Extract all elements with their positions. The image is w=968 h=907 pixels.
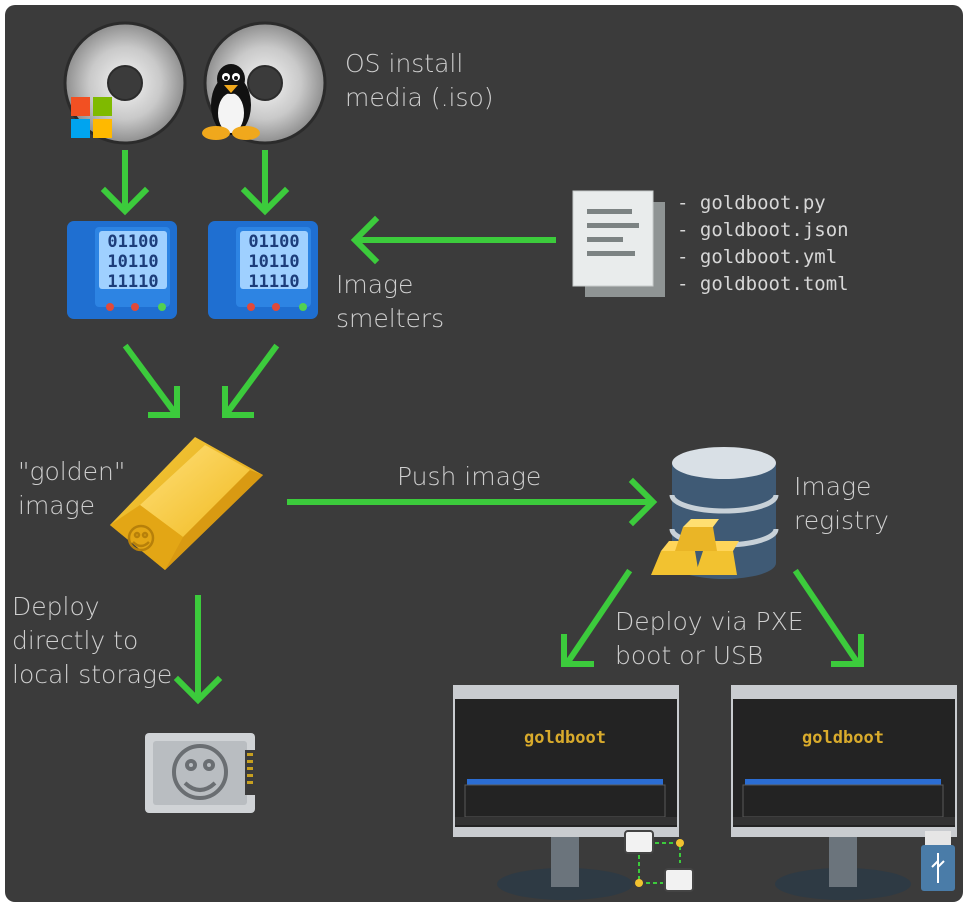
monitor-1 — [453, 685, 694, 900]
arrow-smelter2-to-golden-image — [222, 343, 280, 418]
tux-penguin-icon — [202, 64, 260, 140]
config-file-json: - goldboot.json — [677, 219, 849, 241]
arrow-config-to-smelters — [350, 215, 556, 265]
image-registry-database-icon — [651, 447, 779, 579]
goldboot-logo-icon — [172, 744, 228, 800]
arrow-smelter1-to-golden-image — [122, 343, 180, 418]
smelter-1-display-line-2: 10110 — [107, 252, 158, 272]
smelter-2-display-line-3: 11110 — [248, 272, 299, 292]
arrow-push-image — [287, 477, 658, 527]
config-file-py: - goldboot.py — [677, 192, 826, 214]
smelter-2-display-line-1: 01100 — [248, 232, 299, 252]
diagram-canvas: 01100 10110 11110 01100 10110 11110 — [5, 5, 963, 902]
config-file-toml: - goldboot.toml — [677, 273, 849, 295]
monitor-2 — [731, 685, 957, 900]
deploy-pxe-usb-label: Deploy via PXE boot or USB — [615, 607, 804, 670]
monitor-2-brand: goldboot — [802, 728, 884, 748]
arrow-registry-to-monitor-1 — [561, 568, 633, 667]
local-storage-ssd-icon — [145, 733, 255, 813]
golden-image-gold-bar-icon — [110, 437, 263, 570]
arrow-disc2-to-smelter2 — [240, 150, 290, 216]
image-registry-label: Image registry — [794, 472, 889, 535]
arrow-registry-to-monitor-2 — [792, 568, 864, 667]
smelter-1-display-line-1: 01100 — [107, 232, 158, 252]
windows-iso-disc-icon — [63, 21, 187, 145]
stacked-gold-bars-icon — [651, 519, 739, 575]
config-document-icon — [572, 190, 665, 297]
smelter-1-display-line-3: 11110 — [107, 272, 158, 292]
pxe-network-icon — [624, 830, 694, 892]
smelter-2-display-line-2: 10110 — [248, 252, 299, 272]
windows-logo-icon — [71, 97, 112, 138]
image-smelters-label: Image smelters — [336, 270, 445, 333]
arrow-disc1-to-smelter1 — [100, 150, 150, 216]
monitor-1-brand: goldboot — [524, 728, 606, 748]
deploy-local-label: Deploy directly to local storage — [12, 592, 173, 689]
image-smelter-1-icon — [67, 221, 177, 319]
usb-drive-icon — [921, 831, 955, 891]
push-image-label: Push image — [397, 462, 542, 491]
arrow-deploy-local — [173, 595, 223, 705]
goldboot-logo-stamp-icon — [127, 524, 155, 552]
os-install-media-label: OS install media (.iso) — [345, 49, 494, 112]
config-file-yml: - goldboot.yml — [677, 246, 838, 268]
golden-image-label: "golden" image — [18, 457, 126, 520]
linux-iso-disc-icon — [202, 21, 327, 145]
image-smelter-2-icon — [208, 221, 318, 319]
